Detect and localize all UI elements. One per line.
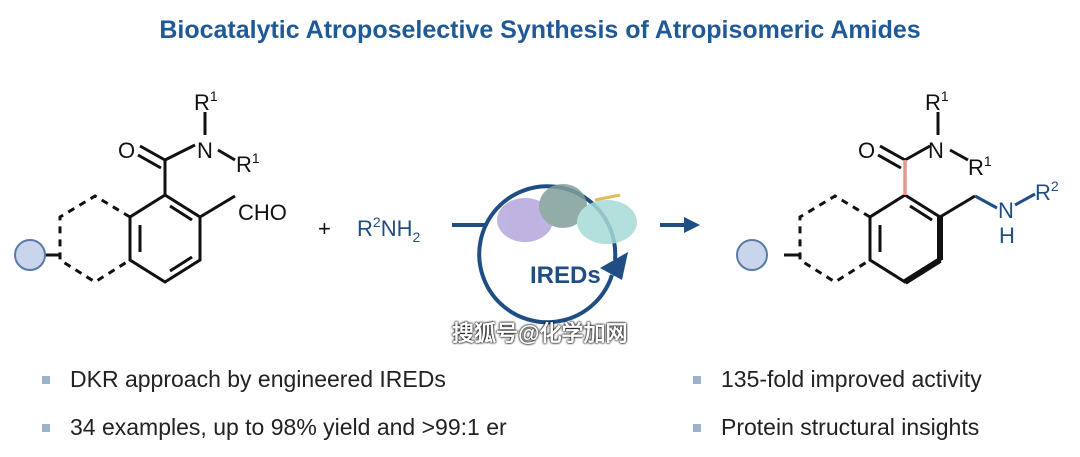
plus-sign: +	[318, 216, 331, 241]
atom-N-amine: N	[998, 198, 1014, 223]
bullet-item: 135-fold improved activity	[693, 366, 982, 393]
product-molecule	[784, 112, 1036, 285]
bullet-text: 34 examples, up to 98% yield and >99:1 e…	[70, 414, 507, 440]
bullet-item: 34 examples, up to 98% yield and >99:1 e…	[42, 414, 507, 441]
atom-H: H	[999, 223, 1015, 248]
cycle-arrow-icon	[600, 252, 628, 280]
label-R1-top: R1	[925, 88, 949, 115]
reactant-molecule	[44, 112, 236, 284]
amine-reagent: R2NH2	[357, 214, 420, 245]
label-R2: R2	[1035, 178, 1059, 205]
label-R1-right: R1	[968, 153, 992, 180]
label-R1-right: R1	[236, 150, 260, 177]
bullet-text: DKR approach by engineered IREDs	[70, 366, 446, 392]
bullet-text: 135-fold improved activity	[721, 366, 982, 392]
bullet-item: DKR approach by engineered IREDs	[42, 366, 446, 393]
bullet-text: Protein structural insights	[721, 414, 980, 440]
substituent-circle	[14, 239, 46, 271]
protein-structure-icon	[497, 184, 637, 244]
ireds-label: IREDs	[530, 262, 601, 289]
bullet-icon	[42, 375, 50, 384]
watermark: 搜狐号@化学加网	[452, 321, 628, 346]
bullet-icon	[693, 423, 701, 432]
label-R1-top: R1	[194, 88, 218, 115]
atom-N: N	[197, 138, 213, 163]
bullet-item: Protein structural insights	[693, 414, 979, 441]
substituent-circle	[736, 239, 768, 271]
bullet-icon	[42, 423, 50, 432]
page-title: Biocatalytic Atroposelective Synthesis o…	[159, 16, 921, 44]
arrow-head-icon	[684, 217, 700, 233]
atom-N: N	[928, 138, 944, 163]
label-CHO: CHO	[238, 200, 287, 225]
bullet-icon	[693, 375, 701, 384]
atom-O: O	[858, 138, 875, 163]
atom-O: O	[118, 138, 135, 163]
